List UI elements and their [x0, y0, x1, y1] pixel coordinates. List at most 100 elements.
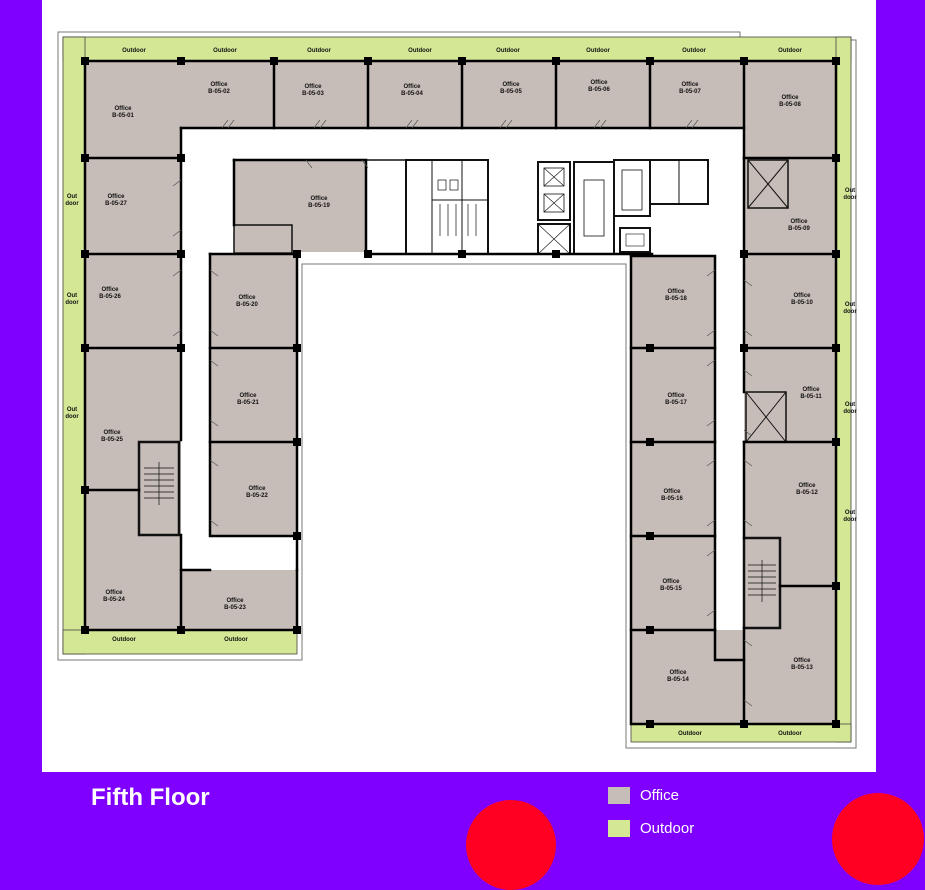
outdoor-label-top-2: Outdoor [213, 48, 237, 54]
office-label-b-05-05: Office [502, 82, 520, 88]
outdoor-side-label-2-1: Out [67, 293, 77, 299]
outdoor-side-label-1-2: door [65, 201, 79, 207]
lobby-box [365, 159, 407, 255]
office-label-b-05-27: Office [107, 194, 125, 200]
office-code-b-05-09: B-05-09 [788, 226, 810, 232]
office-code-b-05-02: B-05-02 [208, 89, 230, 95]
office-code-b-05-27: B-05-27 [105, 201, 127, 207]
lift-1 [537, 161, 571, 221]
outdoor-right-strip [835, 36, 852, 743]
office-code-b-05-21: B-05-21 [237, 400, 259, 406]
decor-circle-left [466, 800, 556, 890]
room-b-05-02 [181, 61, 274, 128]
office-code-b-05-13: B-05-13 [791, 665, 813, 671]
room-b-05-25 [85, 348, 181, 490]
office-code-b-05-10: B-05-10 [791, 300, 813, 306]
outdoor-side-label-1-1: Out [67, 194, 77, 200]
office-label-b-05-04: Office [403, 84, 421, 90]
office-code-b-05-05: B-05-05 [500, 89, 522, 95]
office-label-b-05-08: Office [781, 95, 799, 101]
room-b-05-17 [631, 348, 715, 442]
room-b-05-06 [556, 61, 650, 128]
office-code-b-05-12: B-05-12 [796, 490, 818, 496]
office-label-b-05-24: Office [105, 590, 123, 596]
room-b-05-08 [744, 61, 836, 158]
outdoor-labels: Outdoor Outdoor Outdoor Outdoor Outdoor … [112, 48, 802, 737]
office-label-b-05-11: Office [802, 387, 820, 393]
legend-outdoor-label: Outdoor [640, 820, 695, 837]
room-b-05-01 [85, 61, 181, 158]
office-code-b-05-18: B-05-18 [665, 296, 687, 302]
stair-left [137, 440, 181, 537]
outdoor-label-top-3: Outdoor [307, 48, 331, 54]
office-code-b-05-01: B-05-01 [112, 113, 134, 119]
core-lift-3 [619, 227, 651, 253]
office-code-b-05-17: B-05-17 [665, 400, 687, 406]
outdoor-label-top-6: Outdoor [586, 48, 610, 54]
office-code-b-05-24: B-05-24 [103, 597, 125, 603]
service-core [137, 159, 789, 630]
room-b-05-20 [210, 254, 297, 348]
office-label-b-05-02: Office [210, 82, 228, 88]
outdoor-side-label-5-1: Out [845, 302, 855, 308]
office-label-b-05-22: Office [248, 486, 266, 492]
outdoor-label-top-5: Outdoor [496, 48, 520, 54]
office-code-b-05-15: B-05-15 [660, 586, 682, 592]
room-b-05-14 [631, 630, 744, 724]
office-areas [85, 61, 836, 724]
office-label-b-05-26: Office [101, 287, 119, 293]
room-b-05-26 [85, 254, 181, 348]
legend-office-swatch [608, 787, 630, 804]
room-b-05-12 [744, 442, 836, 586]
outdoor-label-bottom-right-1: Outdoor [678, 731, 702, 737]
office-label-b-05-07: Office [681, 82, 699, 88]
room-b-05-18 [631, 256, 715, 348]
outdoor-label-bottom-left-2: Outdoor [224, 637, 248, 643]
office-code-b-05-08: B-05-08 [779, 102, 801, 108]
room-b-05-24 [85, 490, 181, 630]
office-label-b-05-20: Office [238, 295, 256, 301]
outdoor-side-label-6-1: Out [845, 402, 855, 408]
office-code-b-05-26: B-05-26 [99, 294, 121, 300]
office-code-b-05-19: B-05-19 [308, 203, 330, 209]
office-label-b-05-10: Office [793, 293, 811, 299]
room-b-05-10 [744, 254, 836, 348]
shaft-upper [747, 159, 789, 209]
office-label-b-05-12: Office [798, 483, 816, 489]
office-labels: OfficeB-05-01OfficeB-05-02OfficeB-05-03O… [99, 80, 822, 683]
outdoor-side-label-3-2: door [65, 414, 79, 420]
legend-outdoor-swatch [608, 820, 630, 837]
room-b-05-04 [368, 61, 462, 128]
outdoor-side-label-6-2: door [843, 409, 857, 415]
office-label-b-05-23: Office [226, 598, 244, 604]
structural-columns [81, 57, 840, 728]
office-label-b-05-06: Office [590, 80, 608, 86]
room-b-05-07 [650, 61, 744, 128]
office-code-b-05-07: B-05-07 [679, 89, 701, 95]
office-code-b-05-20: B-05-20 [236, 302, 258, 308]
room-b-05-03 [274, 61, 368, 128]
office-label-b-05-17: Office [667, 393, 685, 399]
outdoor-label-top-8: Outdoor [778, 48, 802, 54]
office-code-b-05-25: B-05-25 [101, 437, 123, 443]
office-code-b-05-16: B-05-16 [661, 496, 683, 502]
outdoor-side-label-4-2: door [843, 195, 857, 201]
outdoor-label-bottom-right-2: Outdoor [778, 731, 802, 737]
room-b-05-16 [631, 442, 715, 536]
core-stair-2 [613, 159, 651, 217]
floor-plan-svg: Outdoor Outdoor Outdoor Outdoor Outdoor … [57, 31, 857, 749]
office-label-b-05-21: Office [239, 393, 257, 399]
office-label-b-05-03: Office [304, 84, 322, 90]
room-b-05-23 [181, 570, 297, 630]
outdoor-label-top-7: Outdoor [682, 48, 706, 54]
core-stair [573, 161, 615, 255]
office-code-b-05-11: B-05-11 [800, 394, 822, 400]
office-code-b-05-06: B-05-06 [588, 87, 610, 93]
floor-title: Fifth Floor [91, 784, 210, 811]
office-code-b-05-23: B-05-23 [224, 605, 246, 611]
outdoor-side-label-7-1: Out [845, 510, 855, 516]
room-b-05-27 [85, 158, 181, 254]
outdoor-side-labels: OutdoorOutdoorOutdoorOutdoorOutdoorOutdo… [65, 188, 857, 523]
office-label-b-05-13: Office [793, 658, 811, 664]
room-b-05-19 [234, 160, 366, 252]
